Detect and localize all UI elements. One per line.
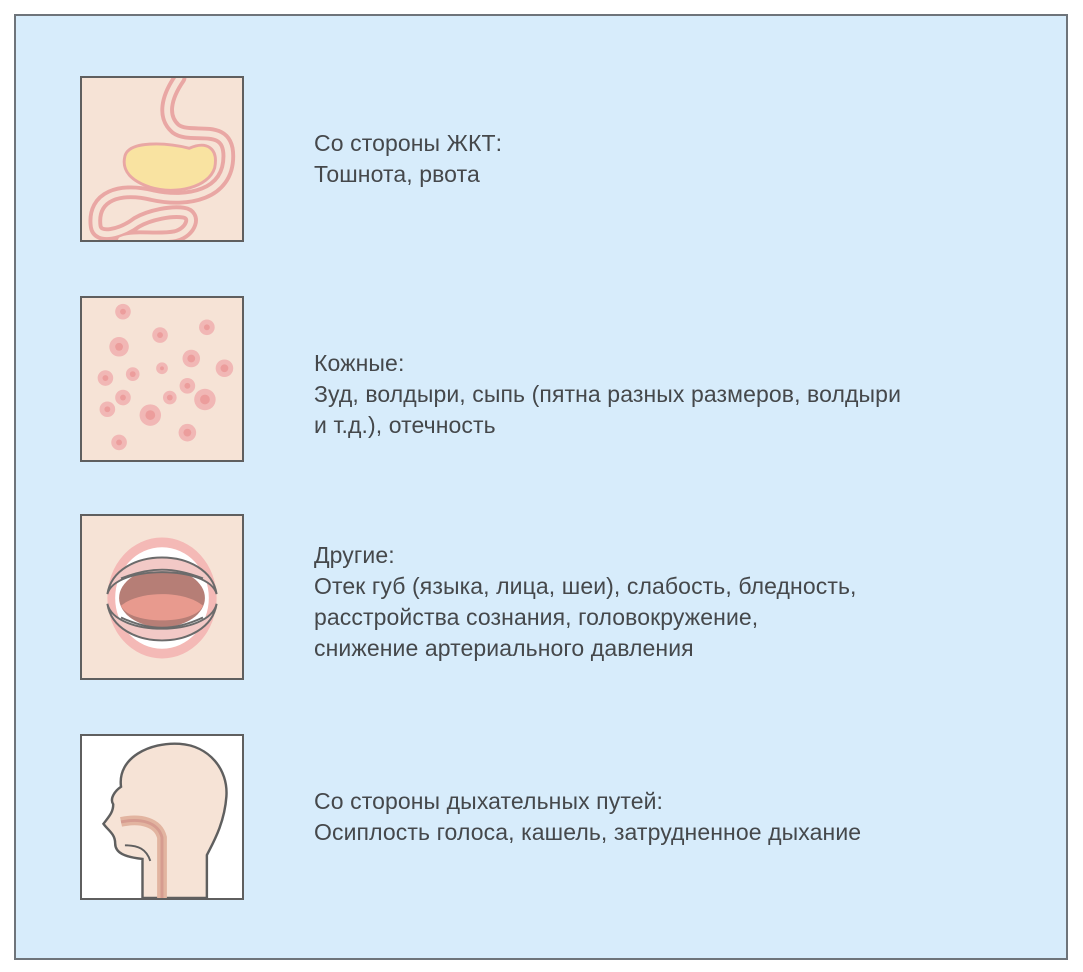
- symptom-line: снижение артериального давления: [314, 635, 694, 661]
- open-mouth-icon: [80, 514, 244, 680]
- symptom-text-gi: Со стороны ЖКТ: Тошнота, рвота: [314, 128, 1034, 190]
- symptom-line: Осиплость голоса, кашель, затрудненное д…: [314, 819, 862, 845]
- symptom-title: Кожные:: [314, 350, 405, 376]
- symptom-text-other: Другие: Отек губ (языка, лица, шеи), сла…: [314, 540, 1034, 664]
- symptom-title: Другие:: [314, 542, 395, 568]
- skin-rash-icon: [80, 296, 244, 462]
- symptom-title: Со стороны ЖКТ:: [314, 130, 503, 156]
- symptoms-panel: Со стороны ЖКТ: Тошнота, рвота: [14, 14, 1068, 960]
- symptom-line: Зуд, волдыри, сыпь (пятна разных размеро…: [314, 381, 902, 407]
- symptom-line: Тошнота, рвота: [314, 161, 480, 187]
- symptom-title: Со стороны дыхательных путей:: [314, 788, 664, 814]
- symptom-line: и т.д.), отечность: [314, 412, 496, 438]
- symptom-line: Отек губ (языка, лица, шеи), слабость, б…: [314, 573, 857, 599]
- stomach-icon: [80, 76, 244, 242]
- head-airway-icon: [80, 734, 244, 900]
- symptom-line: расстройства сознания, головокружение,: [314, 604, 759, 630]
- symptom-text-respiratory: Со стороны дыхательных путей: Осиплость …: [314, 786, 1034, 848]
- symptom-text-skin: Кожные: Зуд, волдыри, сыпь (пятна разных…: [314, 348, 1034, 441]
